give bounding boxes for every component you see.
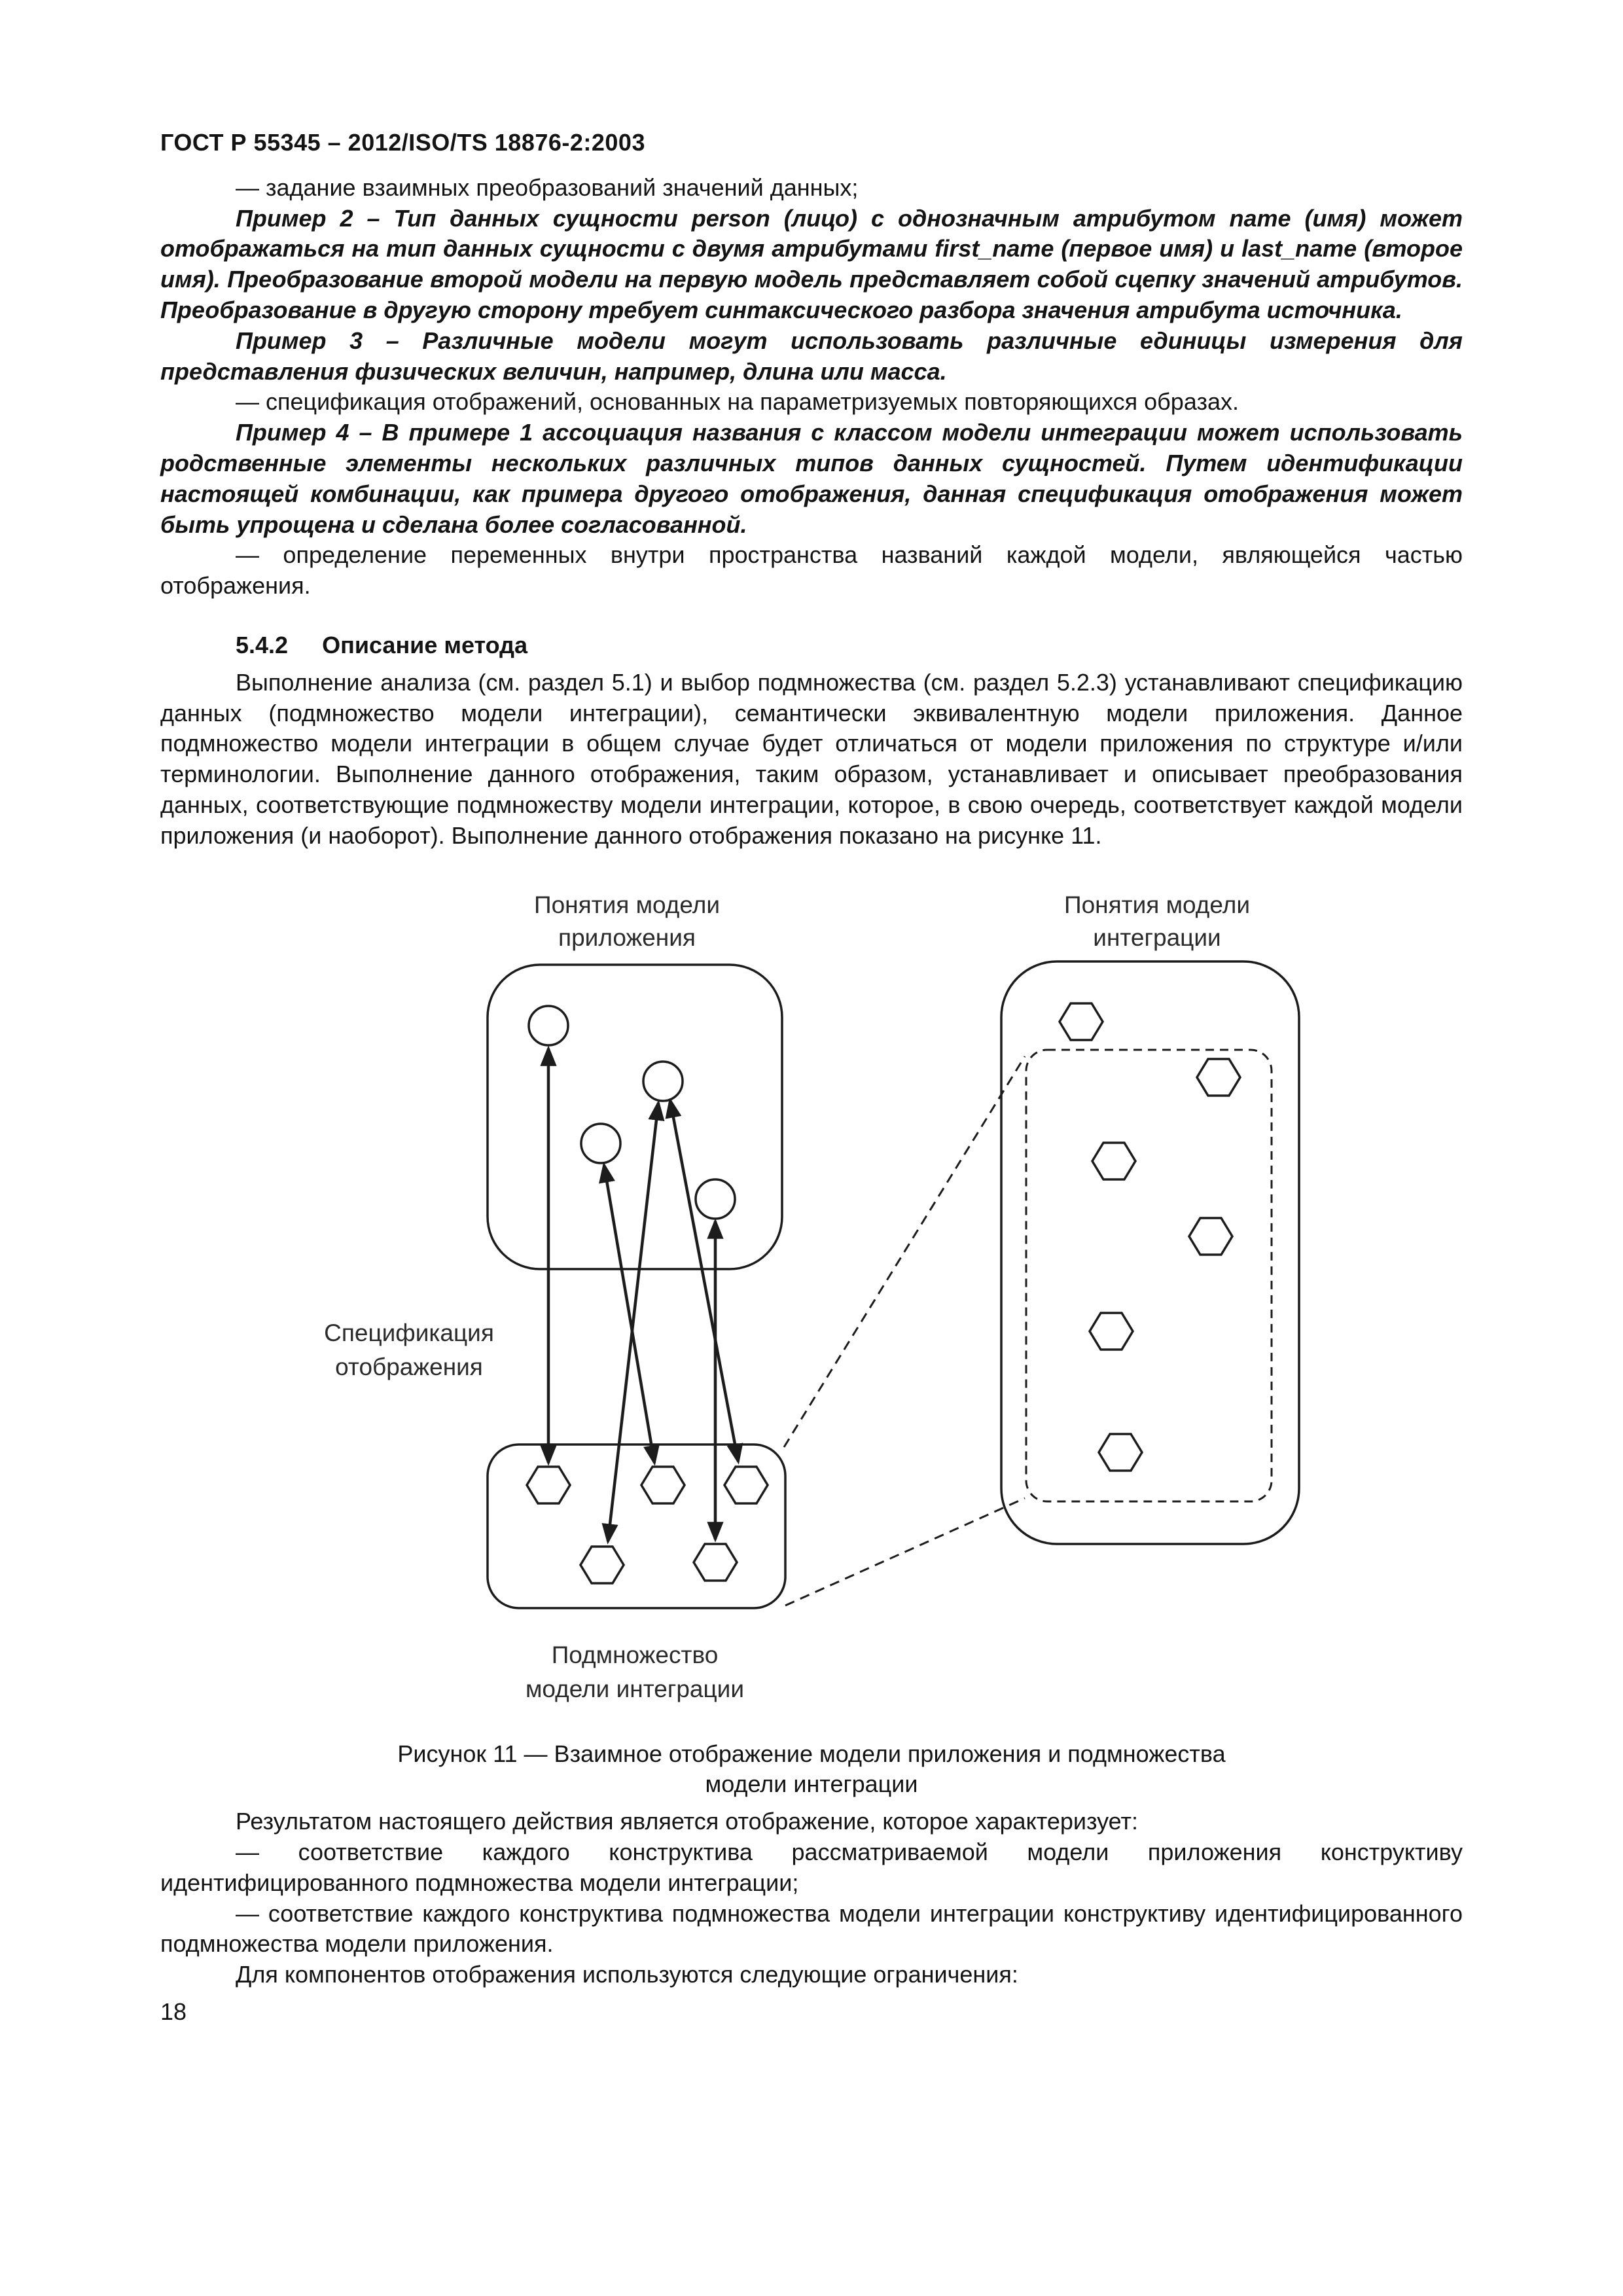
example-2: Пример 2 – Тип данных сущности person (л… — [160, 204, 1463, 323]
concept-hexagon — [692, 1542, 739, 1582]
concept-circle — [694, 1177, 736, 1220]
paragraph-constraints: Для компонентов отображения используются… — [236, 1961, 1018, 1988]
concept-hexagon — [1088, 1311, 1135, 1351]
section-heading-5-4-2: 5.4.2 Описание метода — [160, 630, 1463, 661]
bullet-match-integration: — соответствие каждого конструктива подм… — [160, 1899, 1463, 1958]
concept-hexagon — [722, 1465, 770, 1505]
paragraph-result: Результатом настоящего действия является… — [236, 1808, 1138, 1835]
label-subset-line2: модели интеграции — [526, 1676, 744, 1702]
concept-hexagon — [1058, 1001, 1105, 1041]
bullet-transformations: — задание взаимных преобразований значен… — [236, 173, 859, 201]
figure-11: Понятия модели приложения Понятия модели… — [160, 883, 1463, 1721]
figure-11-caption: Рисунок 11 — Взаимное отображение модели… — [160, 1739, 1463, 1801]
page-number: 18 — [160, 1998, 187, 2025]
section-title: Описание метода — [322, 631, 528, 658]
label-application-model-line1: Понятия модели — [534, 891, 720, 918]
mapping-arrows — [540, 1045, 743, 1545]
mapping-arrow — [665, 1096, 743, 1465]
application-concept-nodes — [527, 1004, 736, 1220]
concept-hexagon — [1187, 1216, 1234, 1256]
integration-model-box — [1000, 960, 1300, 1545]
application-model-box — [486, 963, 783, 1270]
mapping-arrow — [599, 1161, 660, 1466]
label-subset-line1: Подмножество — [552, 1641, 719, 1668]
bullet-definition: — определение переменных внутри простран… — [160, 541, 1463, 600]
example-4: Пример 4 – В примере 1 ассоциация назван… — [160, 419, 1463, 538]
bullet-match-application: — соответствие каждого конструктива расс… — [160, 1838, 1463, 1896]
dashed-connector-top — [783, 1055, 1026, 1448]
example-3: Пример 3 – Различные модели могут исполь… — [160, 327, 1463, 385]
concept-hexagon — [639, 1465, 687, 1505]
concept-hexagon — [1097, 1432, 1144, 1472]
concept-hexagon — [1195, 1057, 1242, 1097]
concept-hexagon — [579, 1545, 626, 1585]
concept-circle — [642, 1060, 684, 1102]
document-header: ГОСТ Р 55345 – 2012/ISO/TS 18876-2:2003 — [160, 129, 645, 156]
figure-caption-line1: Рисунок 11 — Взаимное отображение модели… — [397, 1740, 1226, 1767]
label-mapping-spec-line1: Спецификация — [324, 1319, 494, 1346]
concept-hexagon — [525, 1465, 572, 1505]
concept-hexagon — [1090, 1141, 1137, 1181]
figure-11-diagram: Понятия модели приложения Понятия модели… — [324, 891, 1300, 1702]
label-application-model-line2: приложения — [558, 924, 696, 951]
subset-concept-nodes — [525, 1465, 770, 1585]
paragraph-method-description: Выполнение анализа (см. раздел 5.1) и вы… — [160, 668, 1463, 849]
dashed-connector-bottom — [785, 1497, 1026, 1606]
dashed-subset-region-box — [1025, 1049, 1273, 1503]
label-mapping-spec-line2: отображения — [335, 1354, 483, 1380]
figure-caption-line2: модели интеграции — [705, 1770, 918, 1798]
label-integration-model-line2: интеграции — [1093, 924, 1221, 951]
concept-circle — [527, 1004, 569, 1047]
integration-concept-nodes — [1058, 1001, 1242, 1472]
bullet-specification: — спецификация отображений, основанных н… — [236, 388, 1239, 416]
concept-circle — [580, 1122, 622, 1164]
section-number: 5.4.2 — [236, 631, 289, 658]
label-integration-model-line1: Понятия модели — [1064, 891, 1250, 918]
